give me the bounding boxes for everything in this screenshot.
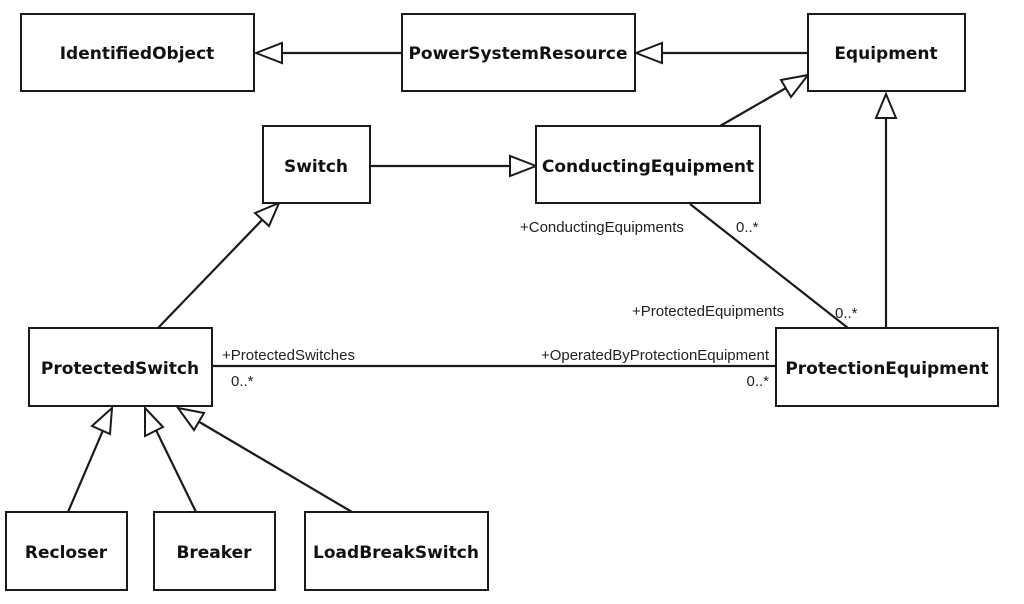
- class-recloser: Recloser: [5, 511, 128, 591]
- multiplicity-operated-by-protection-equipment: 0..*: [746, 373, 769, 390]
- generalization-conductingequipment-equipment: [719, 73, 811, 127]
- class-name: ConductingEquipment: [542, 157, 754, 177]
- multiplicity-conducting-equipments: 0..*: [736, 219, 759, 236]
- generalization-arrowhead: [90, 405, 114, 436]
- class-switch: Switch: [262, 125, 371, 204]
- generalization-arrowhead: [874, 91, 898, 119]
- generalization-powersystemresource-identifiedobject: [253, 41, 402, 65]
- class-breaker: Breaker: [153, 511, 276, 591]
- class-name: ProtectionEquipment: [785, 359, 988, 379]
- role-operated-by-protection-equipment: +OperatedByProtectionEquipment: [541, 347, 770, 364]
- role-protected-switches: +ProtectedSwitches: [222, 347, 355, 364]
- association-conducting-protection: [689, 203, 849, 329]
- class-equipment: Equipment: [807, 13, 966, 92]
- class-name: Breaker: [176, 543, 252, 563]
- generalization-arrowhead: [633, 41, 663, 65]
- role-conducting-equipments: +ConductingEquipments: [520, 219, 684, 236]
- class-name: LoadBreakSwitch: [313, 543, 479, 563]
- generalization-arrowhead: [144, 405, 165, 438]
- generalization-arrowhead: [253, 201, 281, 228]
- generalization-arrowhead: [509, 154, 539, 178]
- generalization-equipment-powersystemresource: [633, 41, 808, 65]
- class-protected-switch: ProtectedSwitch: [28, 327, 213, 407]
- class-name: IdentifiedObject: [60, 44, 215, 64]
- generalization-loadbreakswitch-protectedswitch: [175, 406, 353, 513]
- multiplicity-protected-switches: 0..*: [231, 373, 254, 390]
- generalization-protectedswitch-switch: [157, 201, 281, 329]
- class-name: Recloser: [25, 543, 108, 563]
- generalization-arrowhead: [175, 406, 206, 432]
- generalization-arrowhead: [253, 41, 283, 65]
- class-protection-equipment: ProtectionEquipment: [775, 327, 999, 407]
- generalization-breaker-protectedswitch: [144, 405, 197, 513]
- generalization-recloser-protectedswitch: [66, 405, 114, 513]
- class-name: PowerSystemResource: [408, 44, 627, 64]
- class-load-break-switch: LoadBreakSwitch: [304, 511, 489, 591]
- multiplicity-protected-equipments: 0..*: [835, 305, 858, 322]
- generalization-protectionequipment-equipment: [874, 91, 898, 328]
- generalization-arrowhead: [779, 73, 811, 99]
- class-name: Switch: [284, 157, 348, 177]
- class-power-system-resource: PowerSystemResource: [401, 13, 636, 92]
- class-identified-object: IdentifiedObject: [20, 13, 255, 92]
- generalization-switch-conductingequipment: [370, 154, 539, 178]
- class-name: ProtectedSwitch: [41, 359, 199, 379]
- class-name: Equipment: [834, 44, 937, 64]
- class-conducting-equipment: ConductingEquipment: [535, 125, 761, 204]
- role-protected-equipments: +ProtectedEquipments: [632, 303, 784, 320]
